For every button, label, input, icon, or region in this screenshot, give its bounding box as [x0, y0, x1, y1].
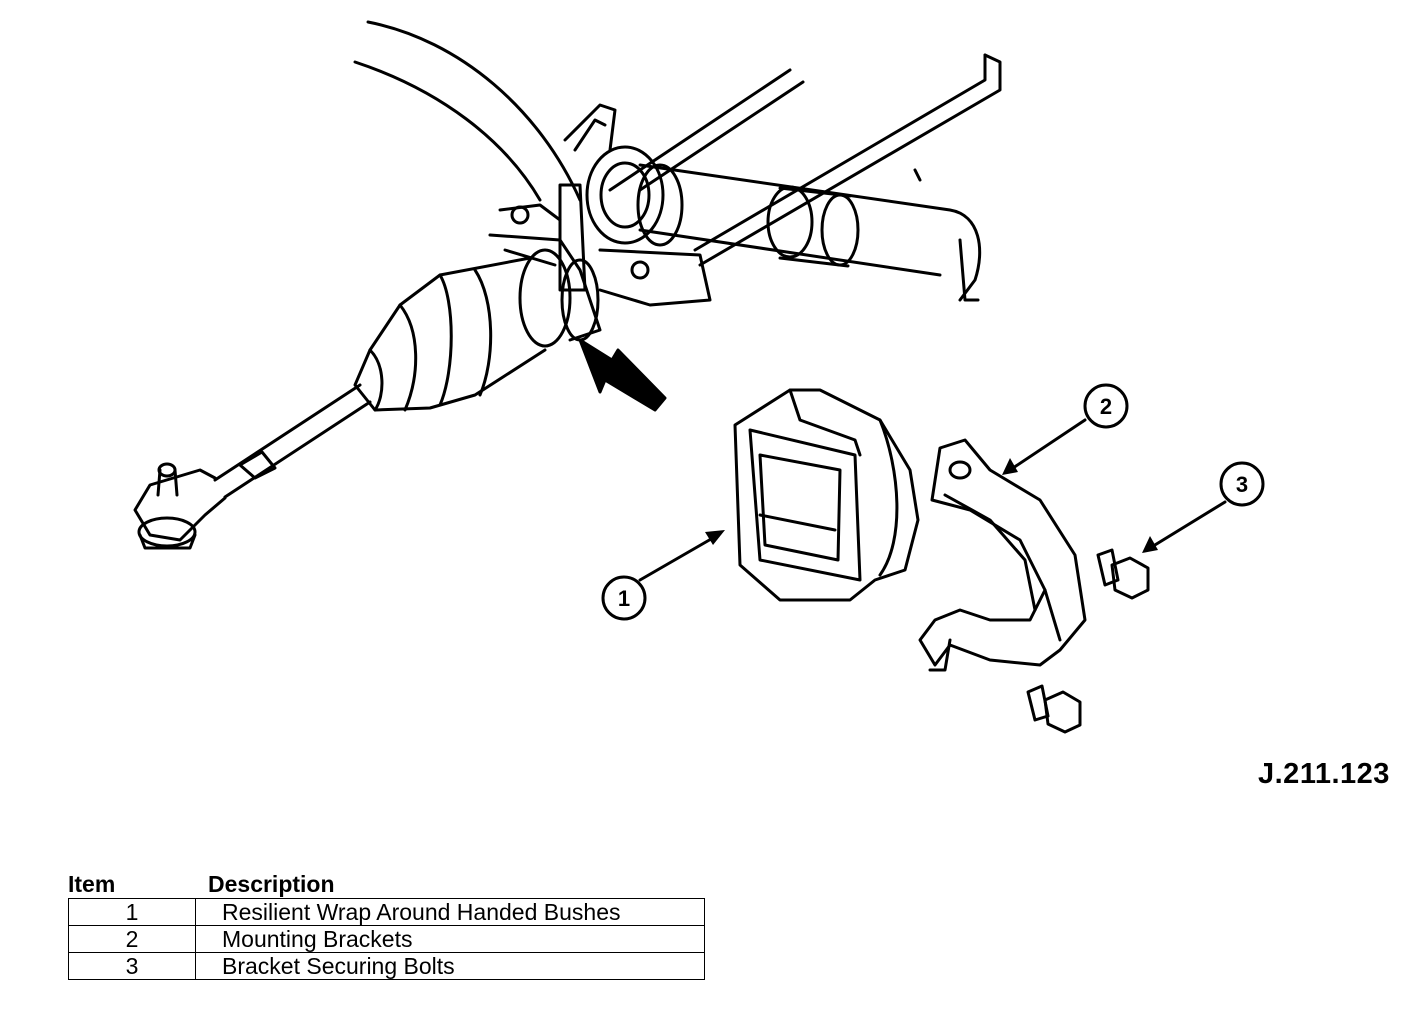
callout-1: 1 [601, 575, 647, 621]
table-row: 2 Mounting Brackets [68, 925, 705, 953]
bush-part [733, 388, 920, 602]
legend-header-item: Item [68, 871, 116, 897]
callout-1-arrowhead [705, 530, 725, 545]
callout-3-leader [1148, 500, 1227, 550]
svg-text:1: 1 [618, 586, 630, 611]
legend-item-number: 2 [68, 925, 196, 953]
table-row: 1 Resilient Wrap Around Handed Bushes [68, 898, 705, 926]
legend-item-number: 1 [68, 898, 196, 926]
legend-item-description: Mounting Brackets [195, 925, 705, 953]
legend-item-description: Resilient Wrap Around Handed Bushes [195, 898, 705, 926]
callout-3: 3 [1219, 461, 1265, 507]
ball-joint [133, 462, 227, 550]
callout-2-arrowhead [1002, 458, 1018, 475]
mounting-bracket-part [918, 438, 1087, 672]
svg-text:3: 3 [1236, 472, 1248, 497]
pinion-housing [498, 103, 712, 307]
callout-3-arrowhead [1142, 536, 1158, 553]
svg-text:2: 2 [1100, 394, 1112, 419]
bolt-part-lower [1026, 684, 1082, 734]
legend-rows: 1 Resilient Wrap Around Handed Bushes 2 … [68, 898, 705, 980]
hose-lines [353, 20, 805, 202]
callout-2-leader [1008, 418, 1087, 472]
table-row: 3 Bracket Securing Bolts [68, 952, 705, 980]
chassis-rail [693, 53, 1002, 267]
rack-boot [353, 256, 547, 412]
tie-rod [213, 383, 372, 499]
legend-header-description: Description [208, 871, 335, 897]
callout-1-leader [638, 533, 720, 582]
rack-tube-right [638, 163, 982, 302]
legend-table: Item Description 1 Resilient Wrap Around… [68, 868, 705, 980]
legend-header: Item Description [68, 868, 705, 898]
bolt-part-upper [1096, 548, 1150, 600]
steering-rack-illustration: 1 2 3 [133, 20, 1265, 734]
location-arrow [578, 338, 667, 412]
legend-item-number: 3 [68, 952, 196, 980]
legend-item-description: Bracket Securing Bolts [195, 952, 705, 980]
figure-reference: J.211.123 [1258, 758, 1390, 790]
callout-2: 2 [1083, 383, 1129, 429]
